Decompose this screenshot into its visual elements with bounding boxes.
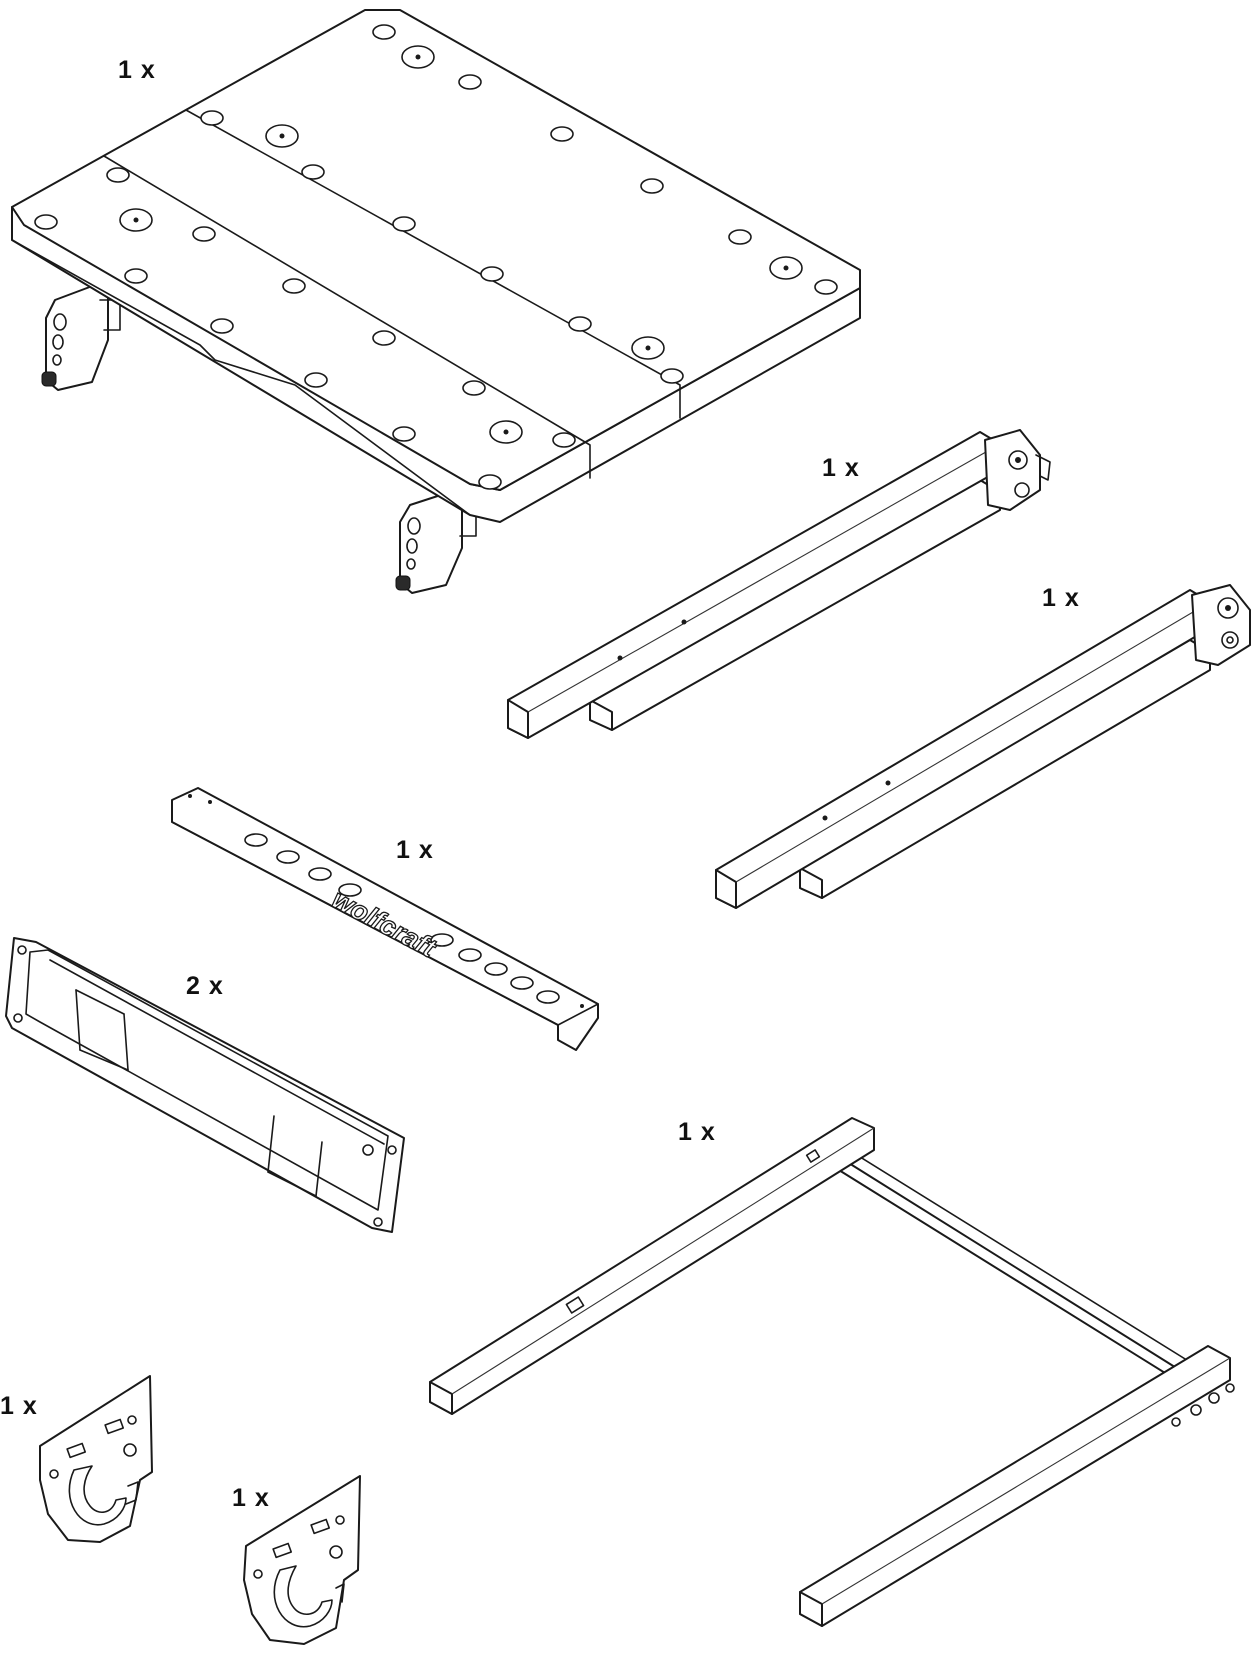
quantity-label-angle-rail: 1 x <box>396 836 434 864</box>
quantity-label-leg-assembly-left: 1 x <box>822 454 860 482</box>
clamp-left <box>41 284 121 391</box>
quantity-label-hook-right: 1 x <box>232 1484 270 1512</box>
plate-holes <box>34 24 838 490</box>
quantity-label-hook-left: 1 x <box>0 1392 38 1420</box>
workbench-top-drawing <box>11 9 861 594</box>
side-bracket-drawing <box>5 937 405 1233</box>
rail-holes <box>244 833 560 1004</box>
hook-left-drawing <box>39 1375 153 1543</box>
quantity-label-workbench-top: 1 x <box>118 56 156 84</box>
hook-right-drawing <box>243 1475 361 1645</box>
quantity-label-side-bracket: 2 x <box>186 972 224 1000</box>
angle-rail-drawing: wolfcraft <box>171 787 599 1051</box>
quantity-label-u-frame: 1 x <box>678 1118 716 1146</box>
leg-assembly-left-drawing <box>507 429 1051 739</box>
clamp-right <box>395 491 477 594</box>
dog-holes <box>119 45 803 444</box>
leg-assembly-right-drawing <box>715 584 1251 909</box>
u-frame-drawing <box>429 1117 1235 1627</box>
quantity-label-leg-assembly-right: 1 x <box>1042 584 1080 612</box>
